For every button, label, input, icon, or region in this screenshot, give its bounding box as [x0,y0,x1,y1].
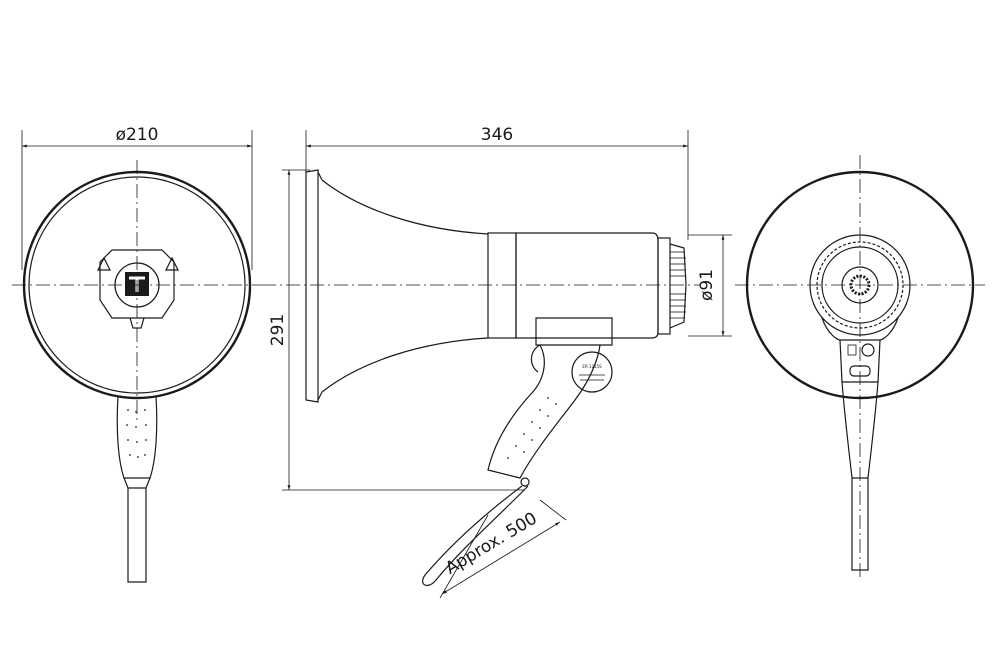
rear-cap [669,243,687,329]
cord-length-label: Approx. 500 [442,509,541,579]
front-diameter-label: ø210 [116,125,159,145]
length-label: 346 [481,125,513,145]
label-plate [571,351,613,393]
side-view: 346 291 ø91 ER-1215S [262,125,732,599]
handle-grip [487,344,601,479]
handle-front [116,395,158,479]
horn-bell [321,179,489,393]
cord-length-dimension-line [441,521,561,595]
cord-front [127,488,147,583]
switch-button [861,343,875,357]
rear-diameter-label: ø91 [697,269,717,301]
body-cylinder [515,232,659,339]
handle-mount [535,317,613,346]
height-label: 291 [268,314,288,346]
front-view: ø210 [12,125,262,583]
rear-view [735,155,985,580]
svg-text:ER-1215S: ER-1215S [582,364,602,369]
horn-flange [305,169,319,403]
